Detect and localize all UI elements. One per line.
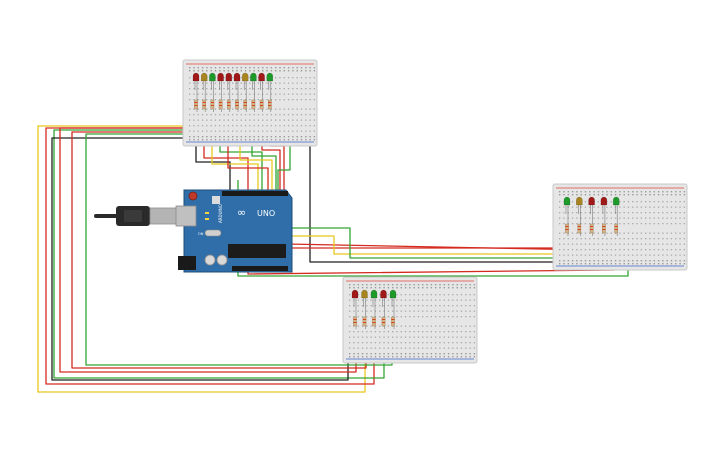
arduino-brand: ARDUINO [218, 204, 223, 223]
red-led-icon[interactable] [192, 72, 200, 112]
crystal-icon [204, 229, 222, 237]
digital-header [222, 191, 288, 196]
resistor-icon[interactable] [614, 223, 618, 234]
reset-button[interactable] [188, 191, 198, 201]
arduino-uno-board[interactable]: ∞ ARDUINO UNO ON [175, 189, 293, 273]
resistor-icon[interactable] [235, 99, 239, 110]
usb-connector [149, 207, 179, 225]
resistor-icon[interactable] [381, 316, 386, 327]
yellow-led-icon[interactable] [201, 72, 208, 112]
led-group [563, 196, 620, 236]
breadboard-holes [349, 284, 476, 358]
capacitor-icon [204, 254, 216, 266]
icsp-header [212, 196, 220, 204]
resistor-icon[interactable] [251, 99, 256, 110]
resistor-icon[interactable] [227, 99, 231, 110]
resistor-icon[interactable] [372, 316, 376, 327]
wire-green-jumper[interactable] [53, 129, 385, 379]
resistor-icon[interactable] [565, 223, 569, 234]
resistor-icon[interactable] [589, 223, 594, 234]
resistor-icon[interactable] [602, 223, 606, 234]
arduino-model: UNO [257, 209, 275, 218]
resistor-icon[interactable] [218, 99, 223, 110]
led-group [351, 289, 397, 329]
resistor-icon[interactable] [391, 316, 395, 327]
resistor-icon[interactable] [362, 316, 367, 327]
wires [37, 80, 629, 393]
wire-black-jumper[interactable] [308, 135, 569, 263]
on-label: ON [198, 232, 204, 236]
arduino-logo-icon: ∞ [237, 206, 246, 219]
wire-black-jumper[interactable] [51, 137, 349, 381]
led-group [192, 72, 273, 112]
resistor-icon[interactable] [353, 316, 357, 327]
resistor-icon[interactable] [243, 99, 247, 110]
usb-cable[interactable] [94, 206, 179, 226]
analog-header [232, 266, 288, 271]
rx-led-icon [205, 218, 209, 220]
capacitor-icon [216, 254, 228, 266]
wire-red-jumper[interactable] [285, 243, 593, 251]
resistor-icon[interactable] [194, 99, 198, 110]
breadboard-top[interactable] [182, 59, 318, 147]
resistor-icon[interactable] [577, 223, 582, 234]
tx-led-icon [205, 212, 209, 214]
usb-b-port [175, 205, 197, 227]
resistor-icon[interactable] [210, 99, 215, 110]
resistor-icon[interactable] [259, 99, 264, 110]
breadboard-bottom[interactable] [342, 276, 478, 364]
power-jack [178, 256, 196, 270]
breadboard-right[interactable] [552, 183, 688, 271]
resistor-icon[interactable] [202, 99, 207, 110]
atmega-chip [228, 244, 286, 258]
resistor-icon[interactable] [267, 99, 272, 110]
usb-grip [124, 210, 142, 222]
